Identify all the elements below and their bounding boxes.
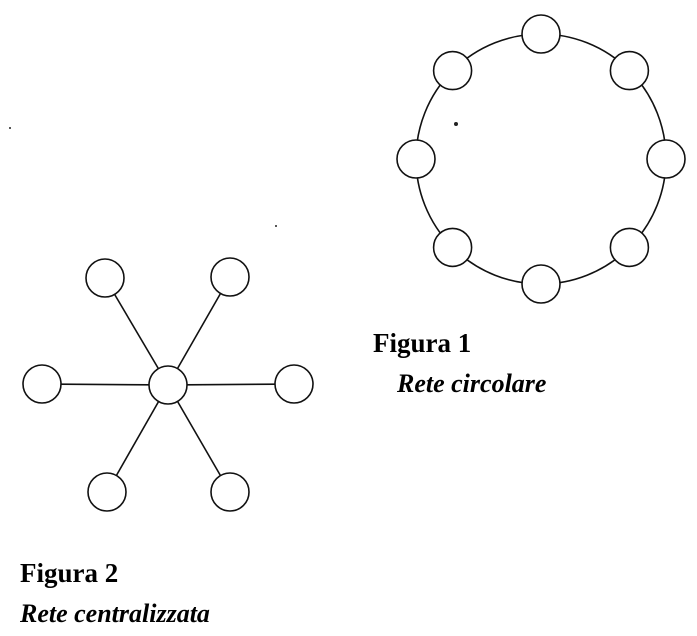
star-peripheral-node	[85, 258, 125, 298]
star-peripheral-node	[87, 472, 127, 512]
star-network-figure	[22, 257, 314, 512]
figure-2-title: Rete centralizzata	[20, 599, 210, 628]
ring-node	[646, 139, 686, 179]
scan-speck	[275, 225, 277, 227]
figure-2-number: Figura 2	[20, 558, 119, 588]
star-link	[186, 383, 276, 386]
star-link	[60, 383, 150, 386]
scan-specks	[9, 122, 458, 227]
figure-1-title: Rete circolare	[397, 369, 547, 398]
star-peripheral-node	[274, 364, 314, 404]
ring-node	[396, 139, 436, 179]
star-peripheral-node	[210, 257, 250, 297]
ring-network-figure	[396, 14, 686, 304]
star-link	[176, 293, 222, 369]
figure-1-number: Figura 1	[373, 328, 472, 358]
scan-speck	[454, 122, 458, 126]
star-link	[113, 293, 160, 370]
scan-speck	[9, 127, 11, 129]
star-link	[115, 401, 160, 476]
ring-node	[521, 14, 561, 54]
star-peripheral-node	[210, 472, 250, 512]
ring-node	[432, 227, 473, 268]
ring-node	[432, 50, 473, 91]
ring-node	[609, 50, 650, 91]
ring-node	[521, 264, 561, 304]
ring-node	[609, 227, 650, 268]
star-link	[176, 400, 222, 477]
star-peripheral-node	[22, 364, 62, 404]
star-hub-node	[148, 365, 188, 405]
